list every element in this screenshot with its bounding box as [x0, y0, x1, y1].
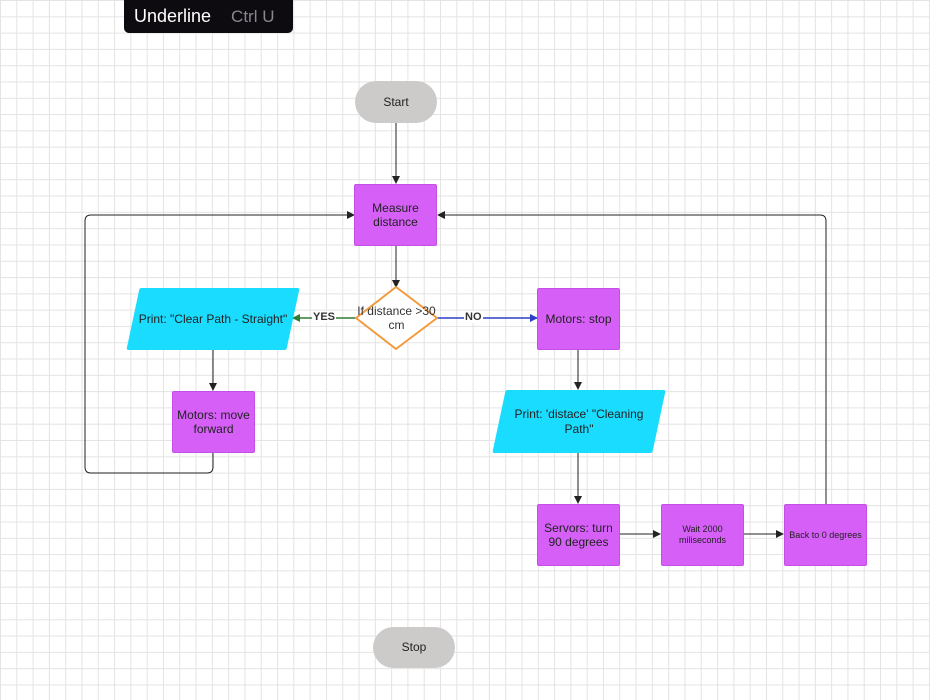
wait-node[interactable]: Wait 2000 miliseconds [661, 504, 744, 566]
back-to-zero-node[interactable]: Back to 0 degrees [784, 504, 867, 566]
edge-loop-right [437, 211, 827, 504]
underline-tooltip: Underline Ctrl U [124, 0, 293, 33]
measure-distance-node[interactable]: Measure distance [354, 184, 437, 246]
print-distance-node[interactable]: Print: 'distace' "Cleaning Path" [514, 407, 644, 436]
yes-label: YES [312, 311, 337, 323]
tooltip-label: Underline [134, 6, 212, 26]
servos-turn-node[interactable]: Servors: turn 90 degrees [537, 504, 620, 566]
start-node[interactable]: Start [355, 81, 437, 123]
decision-node[interactable]: If distance >30 cm [357, 303, 436, 332]
stop-node[interactable]: Stop [373, 627, 455, 668]
edge-loop-left [84, 211, 355, 474]
decision-diamond [355, 286, 438, 350]
print-clear-path-node[interactable]: Print: "Clear Path - Straight" [138, 311, 288, 326]
no-label: NO [464, 311, 483, 323]
motors-forward-node[interactable]: Motors: move forward [172, 391, 255, 453]
motors-stop-node[interactable]: Motors: stop [537, 288, 620, 350]
tooltip-shortcut: Ctrl U [231, 6, 275, 26]
